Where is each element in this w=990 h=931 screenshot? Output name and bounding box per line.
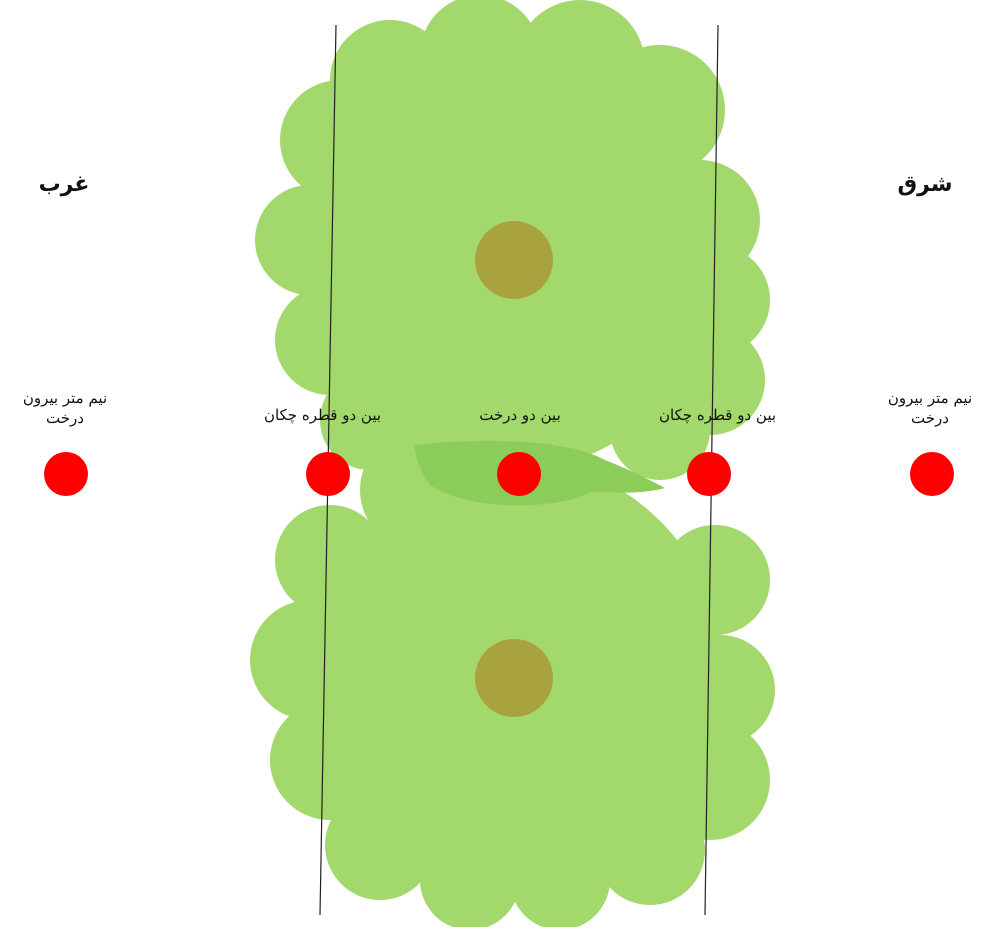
between-trees-label: بین دو درخت: [455, 405, 585, 425]
sample-point-between-trees: [497, 452, 541, 496]
east-label: شرق: [895, 170, 955, 200]
west-label: غرب: [34, 170, 94, 200]
sample-point-drip-west: [306, 452, 350, 496]
half-meter-outside-west-label: نیم متر بیرون درخت: [5, 388, 125, 429]
lower-tree-trunk: [475, 639, 553, 717]
sample-point-outside-west: [44, 452, 88, 496]
sample-point-drip-east: [687, 452, 731, 496]
drip-line-east-label: بین دو قطره چکان: [635, 405, 800, 425]
upper-tree-trunk: [475, 221, 553, 299]
half-meter-outside-east-label: نیم متر بیرون درخت: [870, 388, 990, 429]
drip-line-west-label: بین دو قطره چکان: [240, 405, 405, 425]
sample-point-outside-east: [910, 452, 954, 496]
